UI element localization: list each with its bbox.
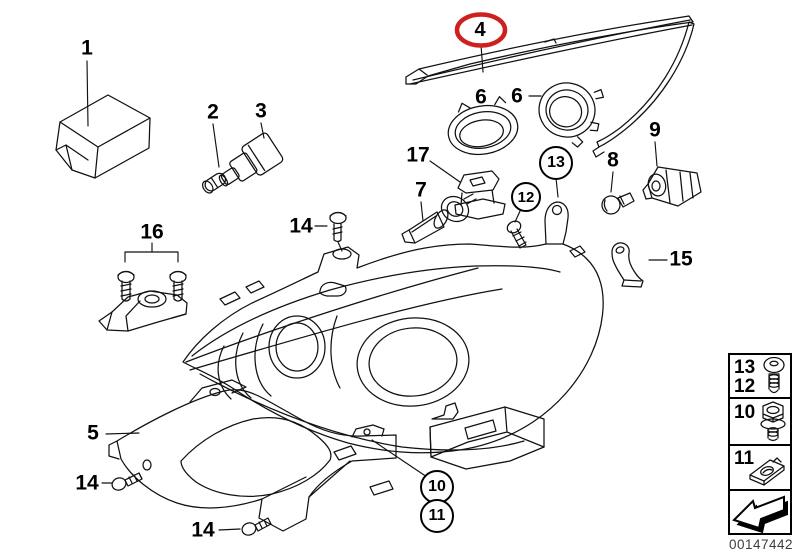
red-highlight-ellipse — [454, 12, 508, 48]
callout-2: 2 — [207, 100, 219, 124]
speed-nut-clip-icon — [749, 457, 785, 486]
callout-14-center: 14 — [191, 518, 215, 542]
pan-head-screw-icon — [763, 357, 785, 394]
part-16-adjuster-drawing — [98, 270, 188, 332]
callout-8: 8 — [607, 148, 619, 172]
fastener-legend: 13 12 10 — [728, 353, 792, 535]
part-14-screw-top-drawing — [329, 211, 347, 243]
callout-7: 7 — [415, 178, 427, 202]
part-2-bulb-drawing — [201, 172, 227, 194]
legend-row-screw: 13 12 — [730, 355, 790, 399]
callout-15: 15 — [669, 247, 693, 271]
legend-label-13: 13 — [734, 357, 756, 378]
legend-row-bolt: 10 — [730, 399, 790, 446]
legend-label-11: 11 — [734, 448, 755, 469]
legend-label-10: 10 — [734, 402, 756, 423]
part-8-bulb-drawing — [601, 192, 635, 215]
callout-4-highlighted: 4 — [474, 19, 486, 41]
legend-label-12: 12 — [734, 376, 756, 397]
callout-9: 9 — [649, 118, 661, 142]
callout-5: 5 — [87, 421, 99, 445]
part-3-bulb-socket-drawing — [218, 132, 284, 187]
headlight-assembly-drawing — [182, 201, 604, 496]
callout-16: 16 — [140, 220, 164, 244]
hex-flange-bolt-icon — [760, 401, 786, 442]
part-6-cover-cap-right-drawing — [538, 82, 605, 148]
callout-14-left: 14 — [75, 471, 99, 495]
callout-13-circled: 13 — [539, 146, 573, 180]
part-14-screw-bottom-center-drawing — [241, 517, 272, 536]
image-number: 00147442 — [728, 537, 794, 552]
legend-row-direction — [730, 491, 790, 533]
leader-lines — [86, 44, 668, 531]
part-7-halogen-bulb-drawing — [401, 193, 477, 244]
direction-arrow-icon — [732, 495, 788, 533]
part-6-cover-cap-left-drawing — [447, 96, 519, 156]
part-9-socket-drawing — [642, 166, 702, 207]
callout-11-circled: 11 — [420, 499, 454, 533]
callout-17: 17 — [406, 143, 430, 167]
part-12-screw-drawing — [506, 220, 527, 249]
legend-row-clip-nut: 11 — [730, 446, 790, 491]
callout-3: 3 — [255, 99, 267, 123]
callout-6b: 6 — [511, 84, 523, 108]
callout-6a: 6 — [475, 85, 487, 109]
part-4-trim-strip-drawing — [405, 15, 695, 158]
part-15-hook-drawing — [611, 242, 644, 288]
callout-1: 1 — [81, 36, 93, 60]
callout-10-circled: 10 — [420, 470, 454, 504]
part-14-screw-bottom-left-drawing — [111, 472, 143, 491]
callout-14-top: 14 — [289, 214, 313, 238]
part-1-box-drawing — [55, 94, 151, 179]
callout-12-circled: 12 — [511, 182, 541, 212]
